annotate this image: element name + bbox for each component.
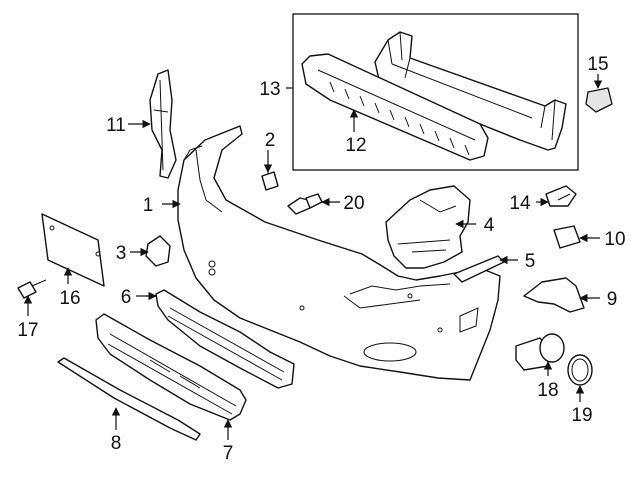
lower-trim-strip [57,357,201,441]
license-plate-bracket [41,213,105,287]
park-sensor [515,333,565,371]
tow-hook-cap [145,235,171,267]
center-grille [155,289,295,389]
upper-left-bracket [149,69,177,179]
callout-11: 11 [106,115,126,136]
callout-15: 15 [587,54,608,75]
callout-14: 14 [509,193,531,214]
callout-10: 10 [604,229,625,250]
lower-grille [95,313,247,421]
reinforcement-group-box [292,13,579,171]
sensor-ring [567,354,593,386]
callout-16: 16 [59,288,80,309]
small-cover [553,225,581,249]
side-bracket [523,277,585,313]
callout-3: 3 [116,243,127,264]
bumper-cover [177,125,501,381]
energy-absorber [301,53,489,161]
callout-12: 12 [345,135,366,156]
bumper-bolt [287,193,323,215]
callout-19: 19 [571,405,592,426]
callout-6: 6 [121,287,132,308]
callout-17: 17 [17,320,38,341]
callout-18: 18 [537,380,558,401]
push-clip [261,160,279,191]
callout-8: 8 [111,433,122,454]
callout-5: 5 [525,251,536,272]
callout-1: 1 [143,195,154,216]
retainer-clip [585,87,613,113]
callout-13: 13 [259,79,280,100]
callout-4: 4 [484,215,495,236]
leader-lines [23,74,603,440]
callout-9: 9 [607,289,618,310]
mounting-bolt [545,185,577,207]
callout-2: 2 [265,130,276,151]
callout-7: 7 [223,443,234,464]
impact-bar-reinforcement [374,31,567,151]
bumper-mount-bracket [385,185,471,269]
callout-20: 20 [343,193,364,214]
plate-screw [17,279,47,299]
